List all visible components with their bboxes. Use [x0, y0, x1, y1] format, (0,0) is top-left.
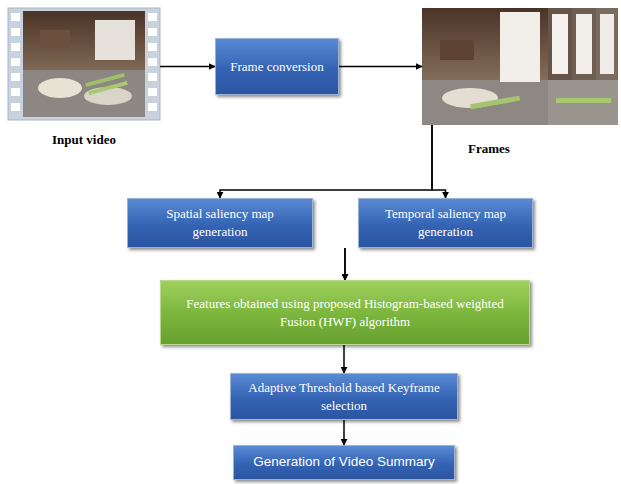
flow-arrow	[343, 345, 345, 373]
box-label: Generation of Video Summary	[253, 453, 434, 471]
frames-image	[422, 8, 618, 125]
image-caption: Frames	[468, 141, 510, 157]
flow-arrow	[160, 66, 215, 68]
box-label: Adaptive Threshold based Keyframe select…	[241, 379, 447, 414]
process-box: Adaptive Threshold based Keyframe select…	[230, 373, 458, 420]
process-box: Spatial saliency map generation	[127, 198, 313, 248]
flow-arrow	[343, 420, 345, 445]
flow-arrow	[339, 66, 422, 68]
box-label: Temporal saliency map generation	[369, 205, 522, 240]
output-box: Generation of Video Summary	[233, 445, 455, 480]
process-box: Temporal saliency map generation	[358, 198, 533, 248]
flow-arrow	[432, 125, 446, 198]
process-box: Frame conversion	[215, 38, 339, 95]
box-label: Frame conversion	[230, 58, 324, 76]
flow-arrow	[344, 248, 346, 280]
box-label: Features obtained using proposed Histogr…	[171, 295, 519, 330]
image-caption: Input video	[8, 132, 160, 148]
film-strip-icon	[8, 8, 160, 120]
input-video-image: Input video	[8, 8, 160, 120]
flow-arrow	[220, 125, 432, 198]
flow-arrow	[344, 248, 346, 280]
box-label: Spatial saliency map generation	[138, 205, 302, 240]
fusion-box: Features obtained using proposed Histogr…	[160, 280, 530, 345]
frames-image: Frames	[422, 8, 618, 125]
